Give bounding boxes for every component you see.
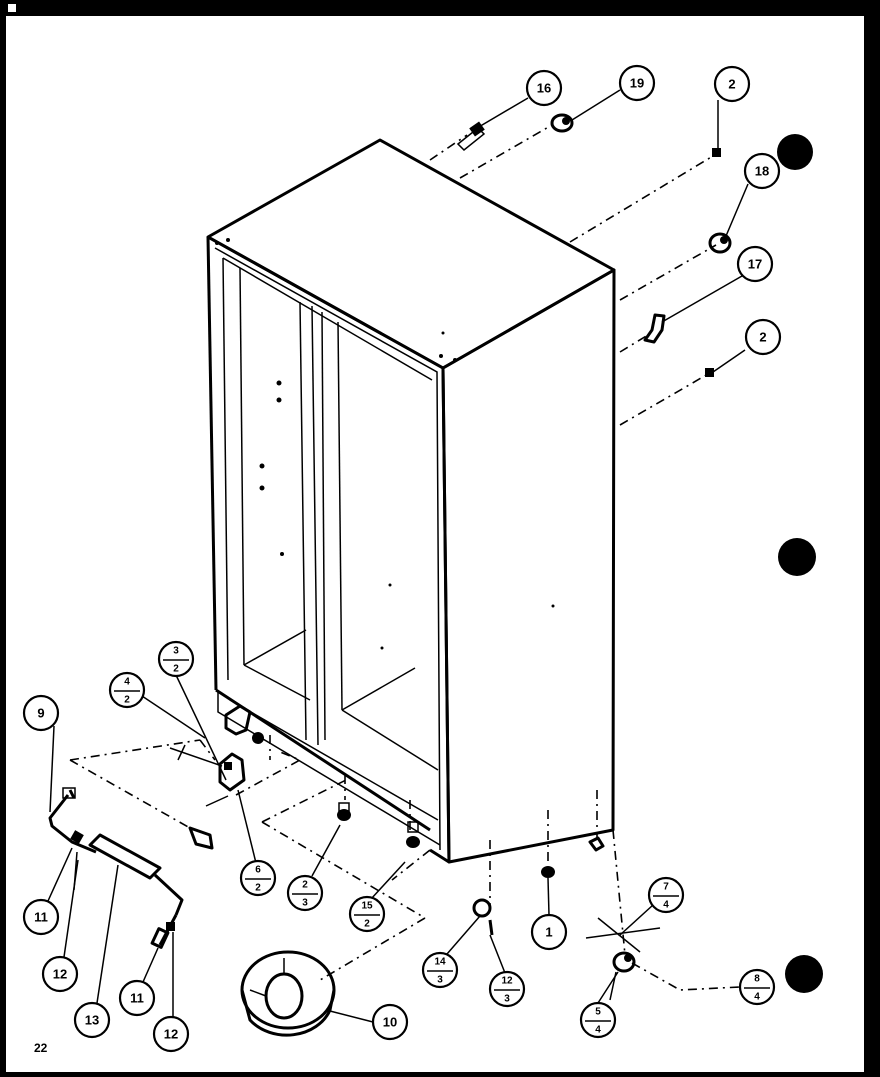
callout-11-left: 11: [22, 898, 60, 936]
callout-1: 1: [530, 913, 568, 951]
callout-9: 9: [22, 694, 60, 732]
callout-2-lower: 2: [744, 318, 782, 356]
callout-17: 17: [736, 245, 774, 283]
svg-text:3: 3: [173, 646, 179, 657]
svg-text:12: 12: [164, 1026, 178, 1041]
svg-text:1: 1: [545, 924, 552, 939]
callout-18: 18: [743, 152, 781, 190]
svg-text:6: 6: [255, 865, 261, 876]
svg-text:4: 4: [595, 1025, 601, 1036]
svg-text:4: 4: [663, 900, 669, 911]
fraction-callout-15-2: 15 2: [348, 895, 386, 933]
svg-text:2: 2: [728, 76, 735, 91]
svg-text:5: 5: [595, 1007, 601, 1018]
corner-scan-mark: [8, 4, 16, 12]
fraction-callout-5-4: 5 4: [579, 1001, 617, 1039]
fraction-callout-2-3: 2 3: [286, 874, 324, 912]
fraction-callout-7-4: 7 4: [619, 876, 685, 936]
svg-text:3: 3: [437, 975, 443, 986]
callout-11-right: 11: [118, 979, 156, 1017]
fraction-callout-4-2: 4 2: [108, 671, 146, 709]
page-sheet: [6, 16, 864, 1072]
svg-text:9: 9: [37, 705, 44, 720]
part-9-tube-assembly: [48, 787, 184, 965]
callout-13: 13: [73, 1001, 111, 1039]
parts: [48, 113, 732, 1037]
binder-hole-top: [777, 134, 813, 170]
svg-text:8: 8: [754, 974, 760, 985]
fraction-callout-6-2: 6 2: [239, 859, 277, 897]
callout-12-right: 12: [152, 1015, 190, 1053]
svg-text:13: 13: [85, 1012, 99, 1027]
binder-hole-middle: [778, 538, 816, 576]
part-19-bushing: [550, 113, 574, 133]
page-number: 22: [34, 1041, 48, 1055]
part-16-bolt: [456, 121, 486, 152]
svg-text:2: 2: [364, 919, 370, 930]
callout-16: 16: [525, 69, 563, 107]
svg-text:2: 2: [173, 664, 179, 675]
part-17-bracket: [643, 313, 666, 344]
leveling-feet: [337, 802, 605, 936]
part-10-roller: [240, 950, 336, 1037]
part-18-bushing: [708, 232, 732, 254]
callout-2-top: 2: [713, 65, 751, 103]
svg-text:11: 11: [34, 909, 48, 924]
callout-10: 10: [371, 1003, 409, 1041]
hinge-bracket-assembly: [169, 704, 264, 850]
svg-text:4: 4: [754, 992, 760, 1003]
svg-text:7: 7: [663, 882, 669, 893]
svg-text:14: 14: [434, 957, 446, 968]
callout-bubbles: 16 19 2 18 17 2 9 11 12 13 11 12 10 1: [22, 64, 782, 1053]
fraction-callouts: 3 2 4 2 6 2 2 3 15 2: [108, 640, 776, 1039]
svg-text:19: 19: [630, 75, 644, 90]
part-2-nut-lower: [705, 368, 714, 377]
svg-text:3: 3: [504, 994, 510, 1005]
svg-text:12: 12: [501, 976, 513, 987]
fraction-callout-3-2: 3 2: [157, 640, 195, 678]
svg-text:15: 15: [361, 901, 373, 912]
part-2-nut-top: [712, 148, 721, 157]
fraction-callout-12-3: 12 3: [488, 970, 526, 1008]
svg-text:11: 11: [130, 990, 144, 1005]
binder-hole-bottom: [785, 955, 823, 993]
svg-text:2: 2: [124, 695, 130, 706]
svg-text:17: 17: [748, 256, 762, 271]
svg-text:12: 12: [53, 966, 67, 981]
svg-text:3: 3: [302, 898, 308, 909]
svg-text:18: 18: [755, 163, 769, 178]
fraction-callout-14-3: 14 3: [421, 951, 459, 989]
svg-text:16: 16: [537, 80, 551, 95]
callout-19: 19: [618, 64, 656, 102]
svg-text:4: 4: [124, 677, 130, 688]
svg-text:2: 2: [255, 883, 261, 894]
svg-text:10: 10: [383, 1014, 397, 1029]
svg-text:2: 2: [302, 880, 308, 891]
fraction-callout-8-4: 8 4: [738, 968, 776, 1006]
callout-12-left: 12: [41, 955, 79, 993]
svg-text:2: 2: [759, 329, 766, 344]
